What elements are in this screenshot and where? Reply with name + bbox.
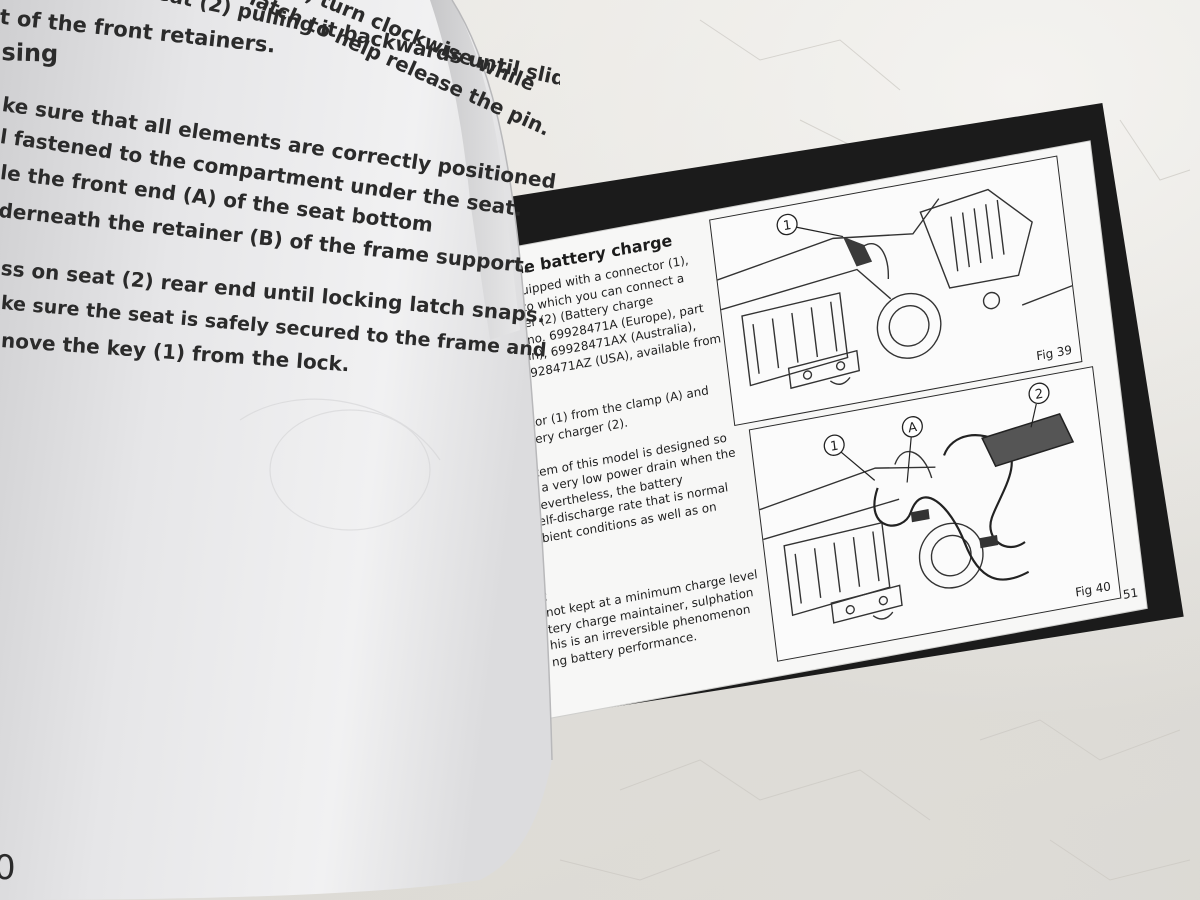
left-page-paper [0,0,553,900]
left-page-number: 0 [0,848,16,888]
left-page-text: , turn clockwise while latch to help rel… [0,0,560,900]
callout-1-label: 1 [782,218,792,234]
figure-40: 1 A 2 Fig 40 [748,366,1122,662]
callout-1-circle [776,213,798,236]
right-page-number: 51 [1122,585,1139,602]
figure-39: 1 Fig 39 [709,155,1083,427]
callout-a-label: A [907,420,918,437]
left-line-2: sing [1,38,59,68]
figure-39-illustration: 1 [717,188,1073,390]
left-page: , turn clockwise while latch to help rel… [0,0,560,900]
callout-1-label: 1 [829,439,839,455]
callout-2-label: 2 [1034,387,1044,403]
figure-40-illustration: 1 A 2 [759,382,1075,624]
right-page: g the battery charge is equipped with a … [478,141,1147,721]
